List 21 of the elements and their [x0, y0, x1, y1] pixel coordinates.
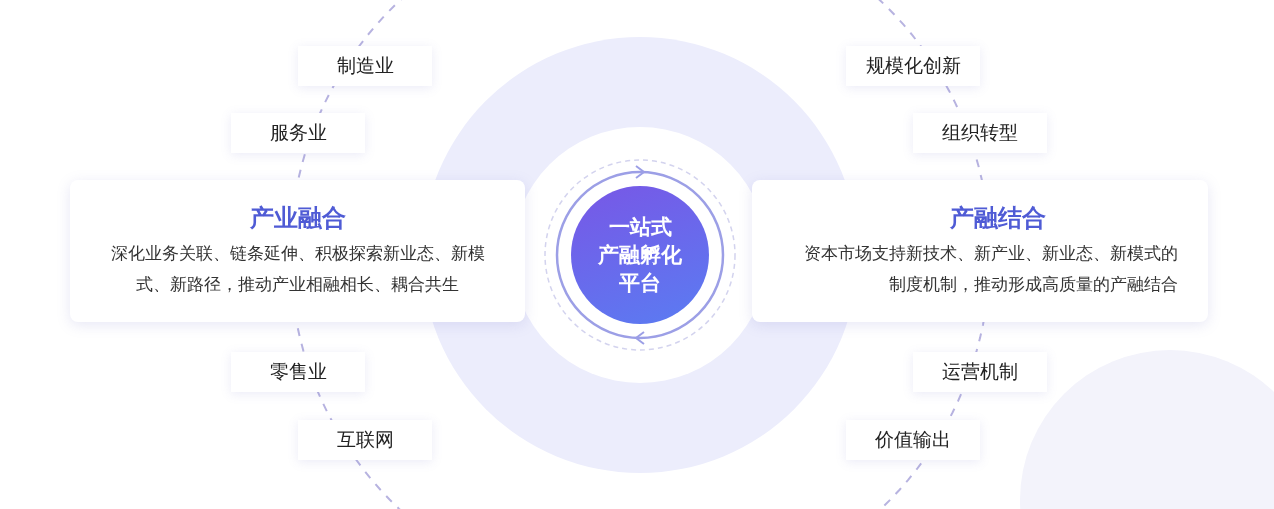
- info-card: [70, 180, 525, 322]
- sector-tag: [231, 352, 365, 392]
- card-title: 产融结合: [949, 203, 1047, 234]
- sector-tag: [913, 352, 1047, 392]
- tag-label: 制造业: [336, 53, 394, 78]
- hub-title: 一站式产融孵化平台: [598, 214, 682, 297]
- sector-tag: [231, 113, 365, 153]
- sector-tag: [298, 420, 432, 460]
- sector-tag: [846, 46, 980, 86]
- tag-label: 价值输出: [875, 427, 951, 452]
- tag-label: 组织转型: [942, 120, 1018, 145]
- card-title: 产业融合: [248, 203, 347, 234]
- card-description: 深化业务关联、链条延伸、积极探索新业态、新模式、新路径，推动产业相融相长、耦合共生: [109, 242, 486, 296]
- tag-label: 规模化创新: [865, 53, 961, 78]
- tag-label: 互联网: [336, 427, 394, 452]
- info-card: [752, 180, 1208, 322]
- sector-tag: [298, 46, 432, 86]
- card-description: 资本市场支持新技术、新产业、新业态、新模式的制度机制，推动形成高质量的产融结合: [803, 242, 1178, 296]
- tag-label: 运营机制: [942, 359, 1018, 384]
- tag-label: 零售业: [269, 359, 327, 384]
- tag-label: 服务业: [269, 120, 327, 145]
